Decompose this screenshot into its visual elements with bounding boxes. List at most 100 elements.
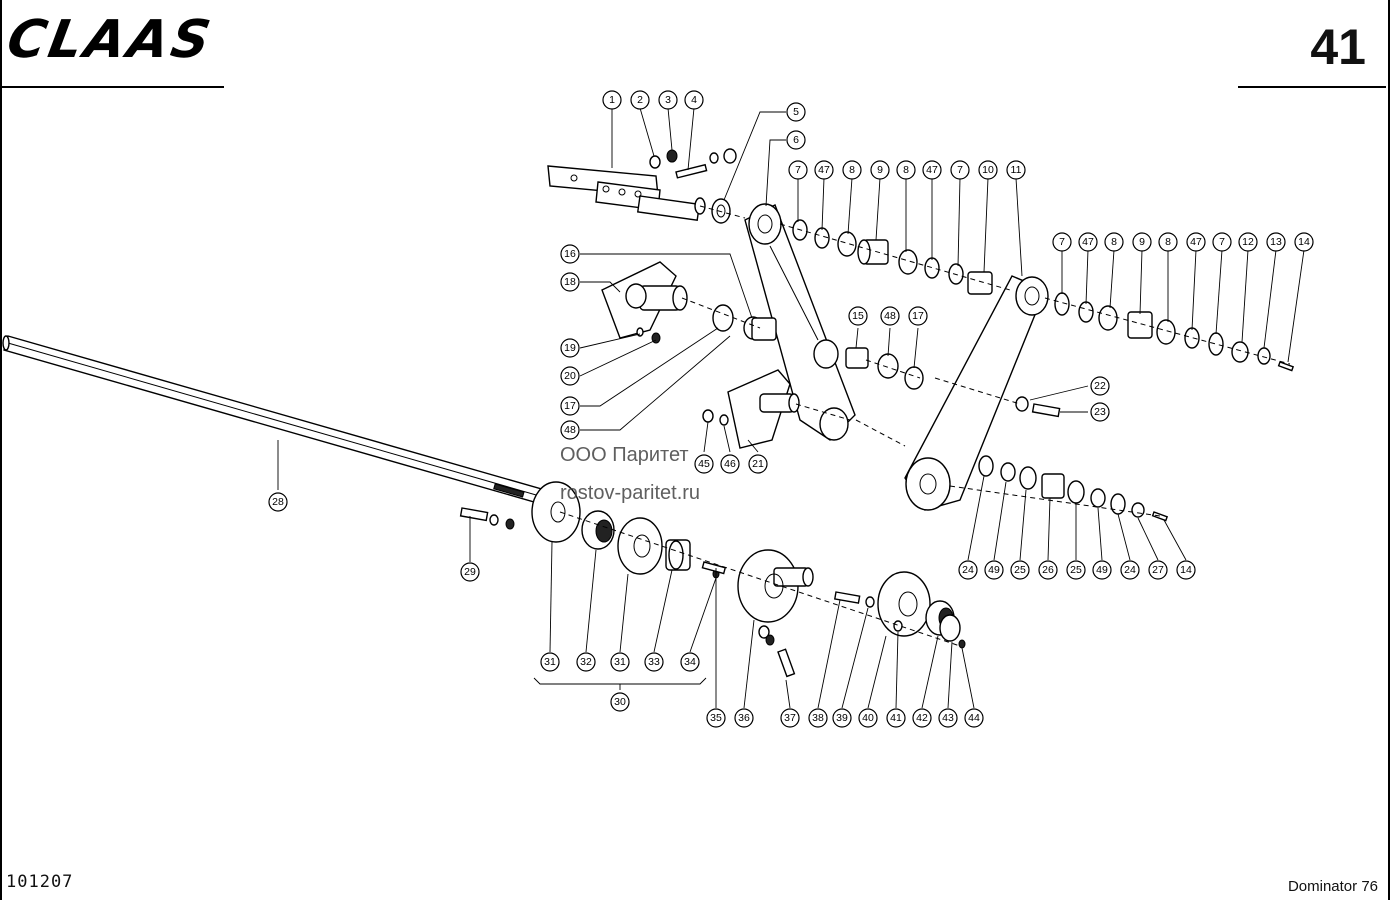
svg-text:9: 9 [1139, 236, 1145, 248]
svg-text:14: 14 [1180, 564, 1192, 576]
svg-text:39: 39 [836, 712, 848, 724]
svg-text:35: 35 [710, 712, 722, 724]
callout-bubbles: 1 2 3 4 5 6 7 47 8 9 8 47 7 10 11 7 47 8… [268, 90, 1314, 728]
svg-text:12: 12 [1242, 236, 1254, 248]
callout-24b: 24 [1120, 560, 1140, 580]
svg-text:8: 8 [1111, 236, 1117, 248]
callout-15: 15 [848, 306, 868, 326]
page-number: 41 [1310, 19, 1366, 75]
svg-text:7: 7 [1059, 236, 1065, 248]
leader-lines [277, 107, 1305, 709]
callout-41: 41 [886, 708, 906, 728]
callout-42: 42 [912, 708, 932, 728]
svg-text:15: 15 [852, 310, 864, 322]
assembly-axis-lines [559, 205, 1291, 647]
svg-text:28: 28 [272, 496, 284, 508]
callout-36: 36 [734, 708, 754, 728]
callout-23: 23 [1090, 402, 1110, 422]
svg-text:49: 49 [988, 564, 1000, 576]
svg-text:17: 17 [564, 400, 576, 412]
callout-34: 34 [680, 652, 700, 672]
model-name: Dominator 76 [1287, 878, 1378, 895]
svg-text:47: 47 [1190, 236, 1202, 248]
callout-31a: 31 [540, 652, 560, 672]
svg-text:46: 46 [724, 458, 736, 470]
callout-19: 19 [560, 338, 580, 358]
svg-text:32: 32 [580, 656, 592, 668]
svg-text:7: 7 [957, 164, 963, 176]
svg-text:17: 17 [912, 310, 924, 322]
svg-text:8: 8 [903, 164, 909, 176]
callout-18: 18 [560, 272, 580, 292]
callout-3: 3 [658, 90, 678, 110]
svg-text:14: 14 [1298, 236, 1310, 248]
callout-5: 5 [786, 102, 806, 122]
callout-9b: 9 [1132, 232, 1152, 252]
frame-right-border [1388, 0, 1390, 900]
svg-text:47: 47 [818, 164, 830, 176]
callout-8b: 8 [896, 160, 916, 180]
callout-47d: 47 [1186, 232, 1206, 252]
svg-text:24: 24 [962, 564, 974, 576]
callout-14b: 14 [1176, 560, 1196, 580]
callout-49b: 49 [1092, 560, 1112, 580]
svg-text:9: 9 [877, 164, 883, 176]
callout-14a: 14 [1294, 232, 1314, 252]
svg-text:48: 48 [564, 424, 576, 436]
callout-29: 29 [460, 562, 480, 582]
callout-32: 32 [576, 652, 596, 672]
svg-text:23: 23 [1094, 406, 1106, 418]
callout-37: 37 [780, 708, 800, 728]
svg-text:16: 16 [564, 248, 576, 260]
callout-30: 30 [610, 692, 630, 712]
callout-2: 2 [630, 90, 650, 110]
shaft-part [2, 335, 553, 507]
svg-text:2: 2 [637, 94, 643, 106]
svg-text:3: 3 [665, 94, 671, 106]
svg-text:47: 47 [926, 164, 938, 176]
svg-text:34: 34 [684, 656, 696, 668]
svg-text:43: 43 [942, 712, 954, 724]
svg-text:29: 29 [464, 566, 476, 578]
svg-text:24: 24 [1124, 564, 1136, 576]
callout-1: 1 [602, 90, 622, 110]
svg-text:7: 7 [1219, 236, 1225, 248]
svg-text:1: 1 [609, 94, 615, 106]
callout-46: 46 [720, 454, 740, 474]
callout-20: 20 [560, 366, 580, 386]
callout-17b: 17 [908, 306, 928, 326]
callout-12: 12 [1238, 232, 1258, 252]
callout-47b: 47 [922, 160, 942, 180]
svg-text:8: 8 [1165, 236, 1171, 248]
callout-47c: 47 [1078, 232, 1098, 252]
svg-text:7: 7 [795, 164, 801, 176]
svg-text:31: 31 [544, 656, 556, 668]
svg-text:18: 18 [564, 276, 576, 288]
header-rule-left [2, 86, 224, 88]
svg-text:19: 19 [564, 342, 576, 354]
pivot-flange-part [702, 369, 800, 449]
svg-text:25: 25 [1014, 564, 1026, 576]
callout-8d: 8 [1158, 232, 1178, 252]
bracket-part [547, 148, 737, 224]
svg-text:20: 20 [564, 370, 576, 382]
watermark-url: rostov-paritet.ru [560, 482, 701, 504]
callout-35: 35 [706, 708, 726, 728]
svg-text:36: 36 [738, 712, 750, 724]
callout-6: 6 [786, 130, 806, 150]
svg-text:33: 33 [648, 656, 660, 668]
frame-left-border [0, 0, 2, 900]
svg-text:44: 44 [968, 712, 980, 724]
callout-33: 33 [644, 652, 664, 672]
lower-hub-assembly [459, 481, 966, 678]
svg-text:4: 4 [691, 94, 697, 106]
svg-text:10: 10 [982, 164, 994, 176]
flange-bracket-part [601, 261, 777, 344]
svg-text:31: 31 [614, 656, 626, 668]
callout-17a: 17 [560, 396, 580, 416]
callout-28: 28 [268, 492, 288, 512]
svg-text:30: 30 [614, 696, 626, 708]
callout-48a: 48 [560, 420, 580, 440]
middle-bushing-row [845, 347, 1061, 418]
